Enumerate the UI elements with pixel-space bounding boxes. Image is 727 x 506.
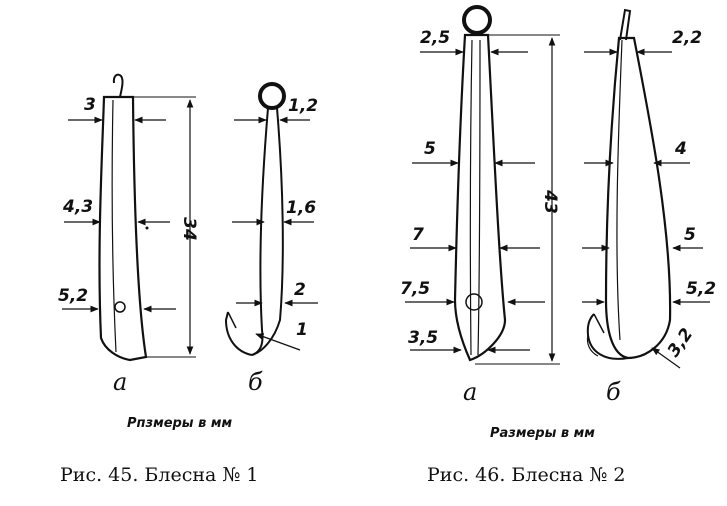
- spoon1-front-ridge: [111, 99, 117, 353]
- dim1-mid-width: 4,3: [62, 197, 93, 217]
- spoon2-front-ridge-left: [469, 39, 473, 356]
- dim2-lower-width: 7,5: [400, 279, 430, 299]
- dim1b-mid-thickness: 1,6: [286, 198, 316, 218]
- dim2b-mid-thickness: 5: [684, 225, 696, 245]
- dim1b-top-thickness: 1,2: [288, 96, 318, 116]
- dim1b-wire-arrow: [255, 333, 301, 351]
- fig1-units-note: Рпзмеры в мм: [127, 416, 232, 431]
- fig2-view-a-label: а: [463, 378, 477, 406]
- spoon2-wire-tail: [619, 8, 632, 41]
- spoon1-mark-dot: [145, 226, 149, 230]
- spoon1-split-ring: [258, 82, 286, 110]
- spoon2-front-ridge-right: [477, 39, 481, 356]
- dim2b-top-thickness: 2,2: [672, 28, 702, 48]
- dim2-mid-width: 7: [412, 225, 424, 245]
- spoon2-hook-shade: [586, 334, 599, 357]
- spoon1-hook-barb: [227, 311, 237, 329]
- spoon1-wire-eye: [112, 73, 124, 98]
- fig2-caption: Рис. 46. Блесна № 2: [427, 464, 626, 486]
- fig1-view-b-label: б: [248, 368, 263, 396]
- fig1-caption: Рис. 45. Блесна № 1: [60, 464, 259, 486]
- dim1b-hook-thickness: 2: [294, 280, 306, 300]
- spoon1-hook-bend: [224, 311, 253, 356]
- spoon2-side-outline: [604, 36, 672, 360]
- dim2b-tip-thickness: 3,2: [664, 325, 698, 361]
- dim2-tip-width: 3,5: [408, 328, 438, 348]
- spoon1-side-front: [251, 107, 284, 356]
- dim2-length-label: 43: [540, 189, 560, 214]
- dim1-bottom-width: 5,2: [58, 286, 88, 306]
- fig1-view-a-label: а: [113, 368, 127, 396]
- spoon1-front-outline: [98, 95, 148, 362]
- spoon1-side-back: [251, 107, 269, 356]
- dim2b-upper-thickness: 4: [674, 139, 687, 159]
- spoon2-side-inner: [616, 39, 623, 341]
- spoon2-front-outline: [453, 33, 507, 362]
- spoon2-side-view: 2,2 4 5 5,2 3,2 б: [582, 8, 716, 406]
- dim2b-lower-thickness: 5,2: [686, 279, 716, 299]
- spoon2-split-ring: [462, 5, 492, 35]
- fig2-view-b-label: б: [606, 378, 621, 406]
- spoon1-hole: [114, 301, 126, 313]
- spoon2-hook-barb: [593, 313, 605, 334]
- dim1-top-width: 3: [84, 95, 96, 115]
- spoon2-hole: [465, 293, 483, 311]
- spoon1-front-view: 3 4,3 5,2 34 а: [58, 73, 199, 396]
- spoon1-side-view: 1,2 1,6 2 1 б: [224, 82, 318, 396]
- spoon2-front-view: 2,5 5 7 7,5 3,5 43 а: [400, 5, 560, 406]
- dim2-top-width: 2,5: [420, 28, 450, 48]
- dim2b-tip-arrow: [651, 347, 681, 369]
- fig2-units-note: Размеры в мм: [490, 426, 595, 441]
- dim1-length-label: 34: [179, 217, 199, 241]
- dim1b-wire-thickness: 1: [296, 320, 308, 340]
- dim2-upper-width: 5: [424, 139, 436, 159]
